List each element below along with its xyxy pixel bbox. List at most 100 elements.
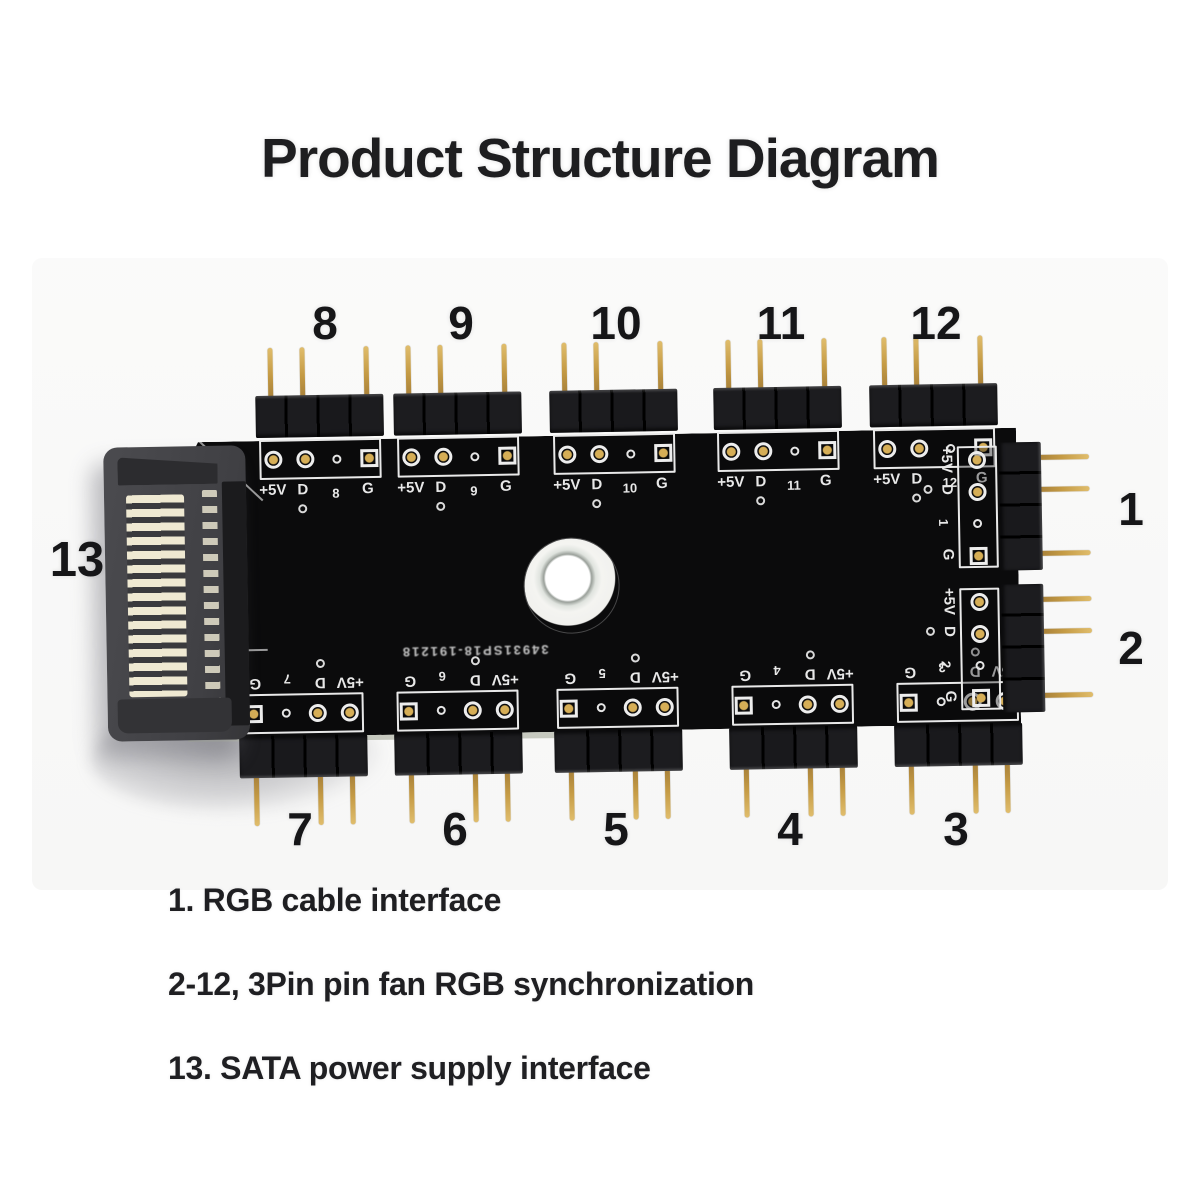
pad-data — [798, 695, 817, 714]
solder-pad-box — [716, 429, 840, 473]
label-port-number: 2 — [938, 660, 954, 669]
pad-ground — [969, 546, 988, 566]
gold-pin — [1004, 762, 1011, 814]
fan-port: +5V D 2 G — [924, 582, 1095, 715]
solder-pad-box — [959, 587, 1002, 711]
silkscreen-labels: +5V D 4 G — [727, 656, 857, 684]
legend: 1. RGB cable interface 2-12, 3Pin pin fa… — [168, 882, 1068, 1134]
pad-5v — [967, 450, 987, 470]
pin-header-block — [1001, 583, 1046, 713]
gold-pin — [363, 346, 370, 397]
pad-5v — [722, 442, 741, 461]
label-d: D — [629, 668, 641, 686]
gold-pin — [725, 339, 732, 390]
gold-pin — [1041, 628, 1093, 634]
rgb-hub-board: 34931SP18-191218 +5V D 8 G — [89, 326, 1108, 827]
pad-ground — [734, 696, 753, 715]
label-5v: +5V — [717, 473, 745, 492]
port-number-callout: 11 — [756, 297, 806, 349]
port-number-callout: 10 — [590, 297, 642, 349]
pad-data — [463, 701, 482, 720]
label-d: D — [940, 625, 959, 638]
label-d: D — [755, 473, 767, 491]
silkscreen-labels: +5V D 9 G — [394, 477, 524, 505]
legend-item: 1. RGB cable interface — [168, 882, 502, 918]
pin-header-block — [998, 441, 1043, 571]
pad-ground — [654, 443, 673, 463]
pad-data — [970, 624, 990, 644]
pad-data — [434, 447, 453, 466]
pad-data — [968, 482, 987, 502]
pad-5v — [558, 445, 577, 464]
port-number-callout: 6 — [442, 803, 468, 855]
label-g: G — [819, 472, 832, 490]
solder-pad-box — [731, 683, 855, 726]
label-g: G — [361, 480, 374, 498]
fan-port: +5V D 1 G — [921, 440, 1093, 573]
gold-pin — [267, 347, 274, 398]
label-port-number: 11 — [786, 477, 801, 493]
pad-5v — [340, 703, 359, 722]
gold-pin — [299, 347, 306, 398]
port-number-callout: 13 — [49, 533, 105, 587]
solder-pad-box — [259, 437, 382, 481]
pad-data — [308, 703, 327, 723]
gold-pin — [1043, 692, 1094, 698]
label-5v: +5V — [259, 481, 287, 500]
pad-5v — [264, 450, 283, 469]
pin-header-block — [554, 728, 683, 773]
pad-unused — [771, 699, 781, 710]
pad-unused — [470, 452, 480, 462]
port-number-callout: 5 — [603, 803, 629, 855]
mounting-hole — [524, 538, 620, 634]
port-number-callout: 1 — [1118, 483, 1144, 535]
silkscreen-labels: +5V D 6 G — [392, 661, 522, 690]
label-d: D — [469, 671, 481, 689]
gold-pin — [501, 343, 508, 394]
pad-ground — [498, 446, 517, 465]
pin-header-block — [255, 393, 384, 439]
pad-5v — [495, 700, 514, 719]
port-number-callout: 12 — [910, 297, 962, 349]
legend-item: 2-12, 3Pin pin fan RGB synchronization — [168, 966, 755, 1002]
pad-ground — [559, 699, 578, 718]
sata-mount-rail — [221, 481, 251, 726]
gold-pin — [437, 344, 444, 395]
pad-data — [296, 450, 315, 469]
pin-header-block — [713, 385, 842, 431]
fan-port: +5V D 8 G — [253, 344, 386, 516]
pad-unused — [626, 449, 636, 459]
solder-pad-box — [956, 445, 999, 569]
port-number-callout: 2 — [1118, 622, 1144, 674]
pad-5v — [970, 592, 989, 612]
legend-item: 13. SATA power supply interface — [168, 1050, 651, 1086]
pad-unused — [790, 446, 800, 456]
pad-ground — [971, 688, 991, 708]
pad-unused — [975, 660, 985, 671]
label-5v: +5V — [651, 667, 679, 686]
sata-connector — [103, 445, 251, 742]
label-d: D — [804, 665, 816, 683]
pad-ground — [399, 702, 418, 721]
sata-contacts — [125, 494, 188, 698]
port-number-callout: 8 — [312, 297, 338, 349]
label-5v: +5V — [397, 479, 425, 497]
label-d: D — [314, 673, 326, 692]
label-5v: +5V — [937, 445, 956, 474]
silkscreen-labels: +5V D 1 G — [929, 442, 957, 572]
gold-pin — [504, 771, 511, 822]
fan-port: +5V D 4 G — [727, 648, 860, 820]
gold-pin — [1040, 550, 1091, 556]
label-port-number: 8 — [332, 485, 340, 501]
pad-ground — [818, 440, 837, 460]
pad-ground — [360, 448, 379, 468]
label-5v: +5V — [491, 670, 519, 688]
pad-5v — [878, 439, 897, 459]
label-port-number: 5 — [598, 666, 606, 682]
gold-pin — [1038, 454, 1089, 460]
label-g: G — [942, 690, 960, 703]
silkscreen-labels: +5V D 2 G — [931, 584, 959, 714]
pin-header-block — [869, 383, 998, 428]
page-title: Product Structure Diagram — [261, 127, 940, 189]
pin-header-block — [394, 731, 523, 776]
